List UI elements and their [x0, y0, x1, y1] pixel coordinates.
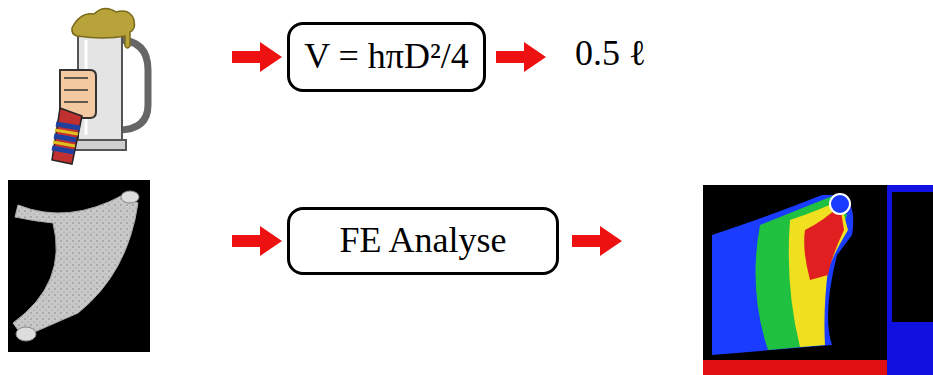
- red-arrow: [572, 226, 622, 256]
- red-arrow: [232, 226, 282, 256]
- process-box: V = hπD²/4: [287, 22, 486, 92]
- red-arrow: [232, 42, 282, 72]
- process-box: FE Analyse: [287, 207, 559, 275]
- result-value: 0.5 ℓ: [575, 34, 646, 74]
- fe-result-image: [703, 185, 933, 375]
- red-arrow: [496, 42, 546, 72]
- box-text: FE Analyse: [340, 221, 507, 261]
- cad-part-image: [8, 180, 150, 352]
- box-text: V = hπD²/4: [304, 37, 469, 77]
- beer-mug: [52, 8, 148, 164]
